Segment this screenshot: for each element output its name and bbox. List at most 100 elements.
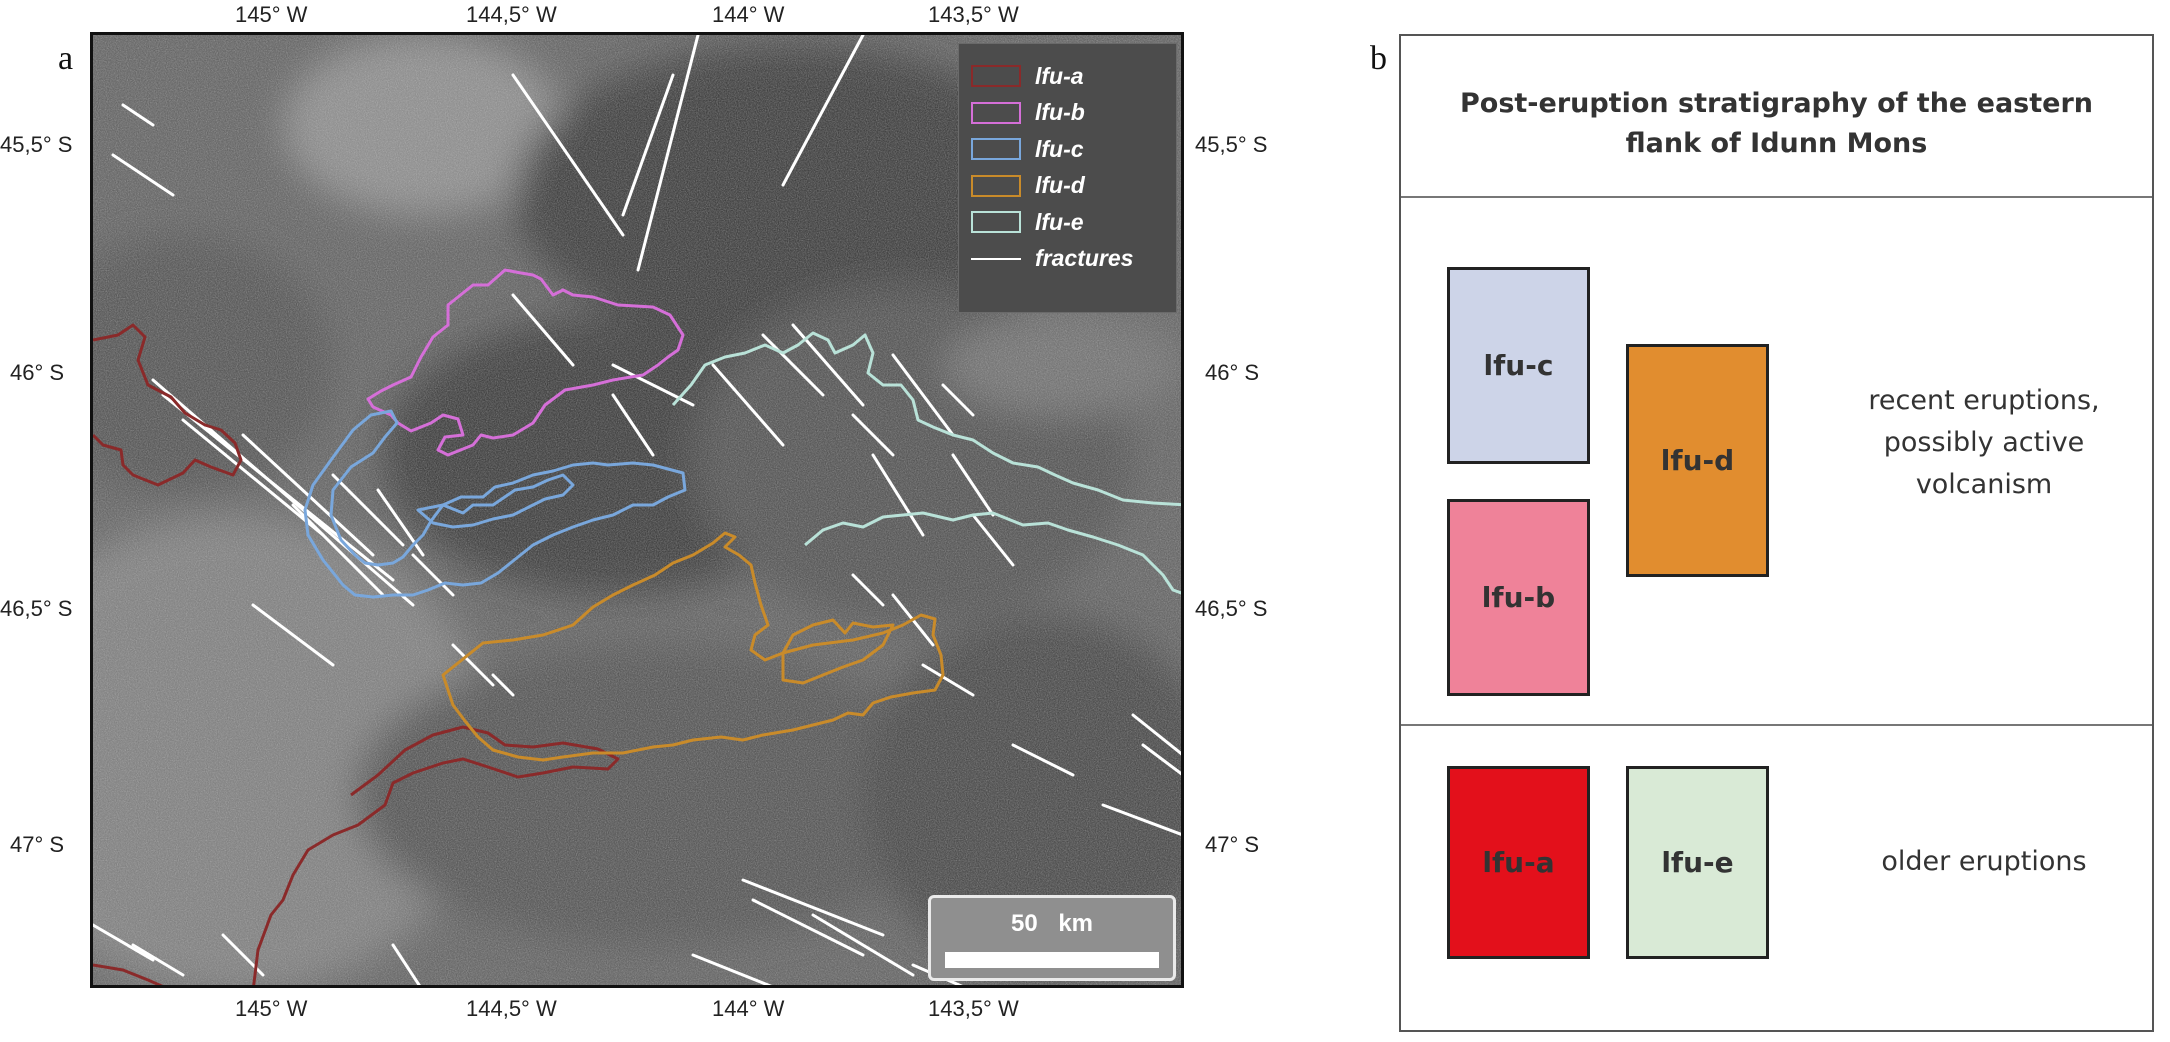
right-tick-label: 46,5° S (1195, 596, 1268, 621)
panel-label-b: b (1370, 40, 1387, 77)
legend-item-lfu-c: lfu-c (971, 131, 1164, 168)
fracture-line (181, 418, 325, 537)
right-tick-label: 46° S (1205, 360, 1260, 385)
legend-label: lfu-e (1035, 208, 1084, 235)
lfu-d-inner-lobe (781, 618, 895, 685)
lfu-a-west-flow (93, 323, 243, 487)
older-eruptions-note: older eruptions (1881, 846, 2087, 877)
top-tick-label: 143,5° W (928, 2, 1019, 27)
fracture-line (411, 553, 455, 597)
fracture-line (1141, 743, 1181, 776)
legend-item-lfu-d: lfu-d (971, 168, 1164, 205)
legend-item-lfu-e: lfu-e (971, 204, 1164, 241)
right-tick-label: 47° S (1205, 832, 1260, 857)
unit-box-lfu-c: lfu-c (1447, 267, 1590, 464)
legend-item-lfu-b: lfu-b (971, 95, 1164, 132)
fracture-line (691, 953, 773, 985)
fracture-line (451, 643, 495, 687)
left-tick-label: 45,5° S (0, 132, 73, 157)
fracture-line (291, 503, 385, 597)
fracture-line (891, 353, 955, 437)
unit-box-lfu-b: lfu-b (1447, 499, 1590, 696)
fracture-line (491, 673, 515, 697)
fracture-line (511, 73, 625, 237)
legend-item-fractures: fractures (971, 241, 1164, 278)
legend-swatch-lfu-e (971, 211, 1021, 234)
bottom-tick-label: 145° W (235, 996, 308, 1021)
left-tick-label: 46° S (10, 360, 65, 385)
recent-eruptions-note: recent eruptions, possibly active volcan… (1868, 385, 2100, 500)
fracture-line (941, 383, 975, 417)
legend-label: lfu-d (1035, 172, 1085, 199)
fracture-line (251, 603, 335, 667)
legend-label: fractures (1035, 245, 1134, 272)
top-tick-label: 144° W (712, 2, 785, 27)
fracture-line (1011, 743, 1075, 777)
top-tick-label: 145° W (235, 2, 308, 27)
fracture-line (331, 473, 405, 547)
lfu-e-north-edge (671, 331, 1181, 507)
fracture-line (161, 393, 395, 582)
unit-box-lfu-a: lfu-a (1447, 766, 1590, 959)
right-tick-label: 45,5° S (1195, 132, 1268, 157)
lfu-c-outline (303, 409, 687, 599)
legend-swatch-lfu-b (971, 101, 1021, 124)
fracture-line (621, 73, 675, 217)
fracture-line (851, 413, 895, 457)
fracture-line (1101, 803, 1181, 836)
legend-line-fractures (971, 257, 1021, 260)
fracture-line (811, 913, 915, 977)
fracture-line (391, 943, 421, 985)
lfu-d-outline (441, 531, 945, 762)
lfu-a-south-flow (252, 725, 620, 985)
legend-swatch-lfu-c (971, 138, 1021, 161)
fracture-line (511, 293, 575, 367)
fracture-line (131, 943, 185, 977)
top-tick-label: 144,5° W (466, 2, 557, 27)
fracture-line (711, 363, 785, 447)
fracture-line (851, 573, 885, 607)
bottom-tick-label: 144,5° W (466, 996, 557, 1021)
left-tick-label: 46,5° S (0, 596, 73, 621)
fracture-line (781, 35, 865, 187)
legend-item-lfu-a: lfu-a (971, 58, 1164, 95)
fracture-line (761, 333, 825, 397)
fracture-line (121, 103, 155, 127)
fracture-line (971, 513, 1015, 567)
map-legend: lfu-a lfu-b lfu-c lfu-d lfu-e fractures (958, 43, 1177, 313)
unit-box-lfu-d: lfu-d (1626, 344, 1769, 577)
left-tick-label: 47° S (10, 832, 65, 857)
fracture-line (93, 923, 155, 962)
panel-label-a: a (58, 40, 74, 77)
legend-swatch-lfu-a (971, 65, 1021, 88)
fracture-line (741, 878, 885, 937)
legend-label: lfu-b (1035, 99, 1085, 126)
legend-swatch-lfu-d (971, 174, 1021, 197)
fracture-line (751, 898, 865, 957)
stratigraphy-title-section: Post-eruption stratigraphy of the easter… (1401, 36, 2152, 198)
fracture-line (871, 453, 925, 537)
unit-box-lfu-e: lfu-e (1626, 766, 1769, 959)
bottom-tick-label: 144° W (712, 996, 785, 1021)
stratigraphy-title: Post-eruption stratigraphy of the easter… (1459, 88, 2093, 159)
fracture-line (636, 35, 700, 272)
stratigraphy-panel: Post-eruption stratigraphy of the easter… (1399, 34, 2154, 1032)
fracture-line (611, 393, 655, 457)
older-eruptions-section: lfu-a lfu-e older eruptions (1401, 726, 2152, 1032)
fracture-line (111, 153, 175, 197)
lfu-e-south-edge (804, 511, 1181, 595)
legend-label: lfu-c (1035, 135, 1084, 162)
lfu-c-lobe (416, 473, 575, 529)
recent-eruptions-section: lfu-c lfu-b lfu-d recent eruptions, poss… (1401, 198, 2152, 726)
fracture-line (241, 433, 375, 557)
fracture-line (921, 663, 975, 697)
radar-map: lfu-a lfu-b lfu-c lfu-d lfu-e fractures … (90, 32, 1184, 988)
lfu-a-southwest-edge (93, 963, 164, 985)
fracture-line (951, 453, 995, 517)
scale-bar-rule (945, 952, 1159, 968)
fracture-line (1131, 713, 1181, 756)
scale-bar-label: 50 km (1010, 910, 1094, 937)
scale-bar: 50 km (928, 895, 1176, 981)
legend-label: lfu-a (1035, 62, 1084, 89)
bottom-tick-label: 143,5° W (928, 996, 1019, 1021)
